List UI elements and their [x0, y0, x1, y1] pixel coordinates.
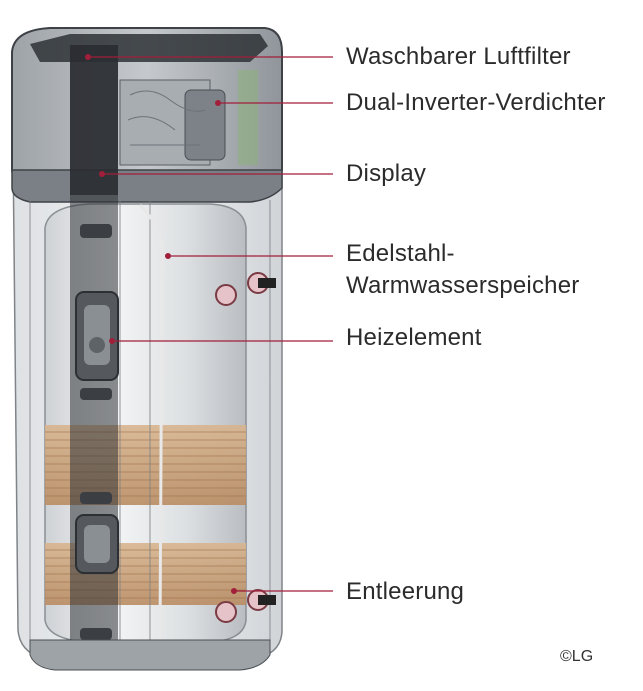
label-compressor: Dual-Inverter-Verdichter — [346, 89, 606, 116]
port-slot — [80, 628, 112, 640]
top-grille — [30, 34, 268, 62]
heating-element — [75, 291, 119, 381]
display-band — [11, 169, 283, 203]
circuit-board — [238, 70, 258, 165]
sensor-rod — [138, 203, 164, 641]
port-slot — [80, 492, 112, 504]
upper-side-port — [215, 272, 276, 306]
lower-heating-element — [75, 514, 119, 574]
compressor-motor — [184, 89, 226, 161]
port-slot — [80, 388, 112, 400]
drain-port — [215, 589, 276, 623]
copyright-notice: ©LG — [560, 648, 594, 665]
port-slot — [80, 224, 112, 238]
compressor-pipes — [127, 90, 206, 146]
casing-edges — [29, 200, 271, 655]
label-tank-line2: Warmwasserspeicher — [346, 272, 580, 299]
label-tank-line1: Edelstahl- — [346, 240, 455, 267]
label-air-filter: Waschbarer Luftfilter — [346, 43, 571, 70]
base — [29, 639, 271, 671]
label-display: Display — [346, 160, 427, 187]
label-drain: Entleerung — [346, 578, 465, 605]
label-heater: Heizelement — [346, 324, 482, 351]
leader-lines — [85, 54, 333, 594]
